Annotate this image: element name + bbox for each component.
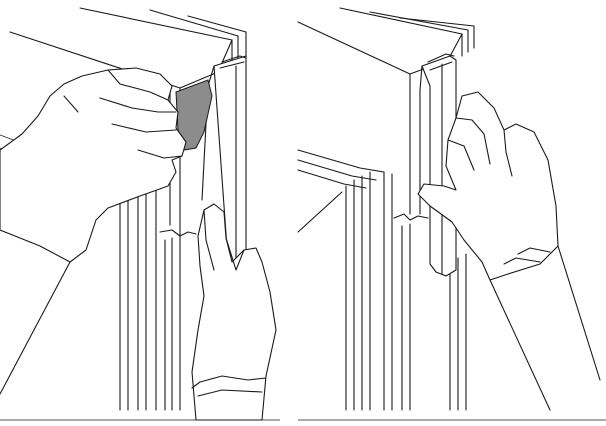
- panel-step-2: [298, 8, 600, 410]
- panel-step-1: [0, 8, 276, 420]
- gloved-hand-icon: [0, 68, 186, 394]
